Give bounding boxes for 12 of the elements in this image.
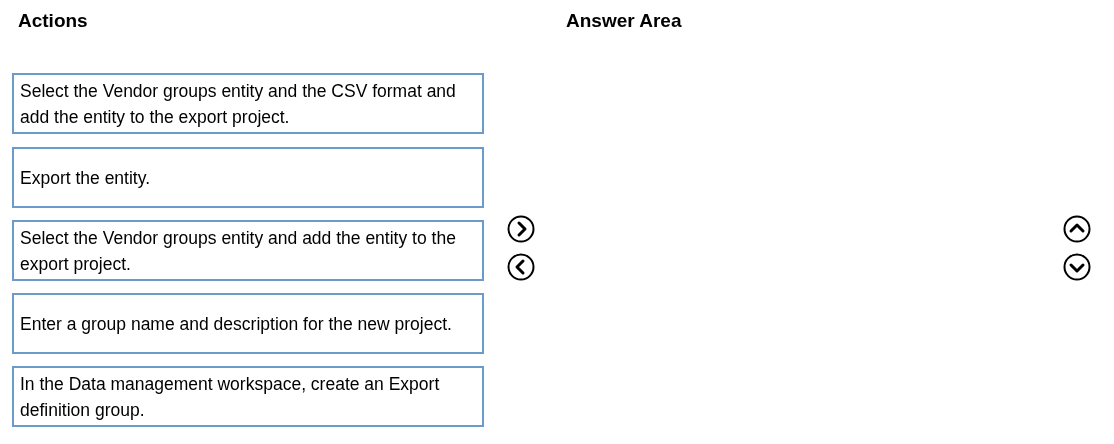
action-text: Select the Vendor groups entity and add the entity to the export project. (20, 226, 457, 276)
action-text: Select the Vendor groups entity and the CSV format and add the entity to the export project. (20, 79, 457, 129)
section-heading: Actions (18, 10, 88, 32)
action-card (12, 73, 484, 134)
action-card (12, 293, 484, 354)
action-text: Export the entity. (20, 166, 151, 190)
action-card (12, 220, 484, 281)
action-card (12, 147, 484, 208)
section-heading: Answer Area (566, 10, 682, 32)
action-text: In the Data management workspace, create an Export definition group. (20, 372, 441, 422)
action-card (12, 366, 484, 427)
action-text: Enter a group name and description for the new project. (20, 312, 452, 336)
